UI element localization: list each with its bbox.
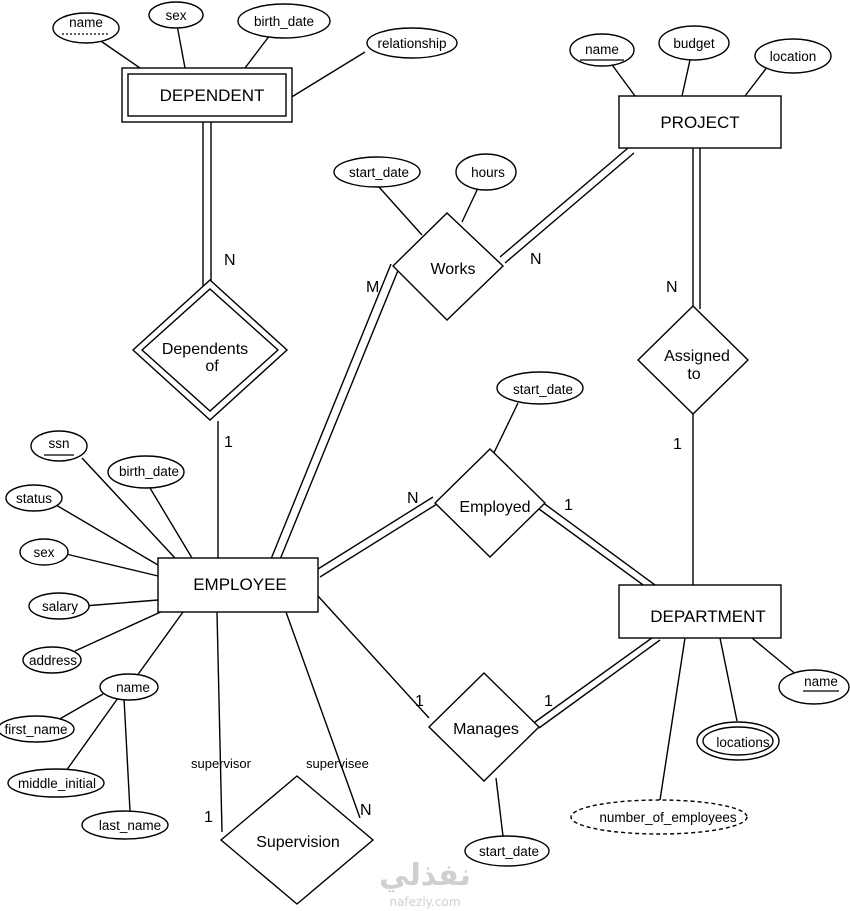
cardinality-department-employed: 1	[564, 497, 573, 514]
relationship-manages-label: Manages	[453, 721, 519, 738]
attribute-employee-address: address	[22, 646, 82, 674]
cardinality-supervisor-supervision: 1	[204, 809, 213, 826]
entity-employee-label: EMPLOYEE	[193, 575, 287, 594]
attribute-works-start-date: start_date	[333, 156, 421, 188]
attribute-manages-start-date: start_date	[464, 835, 550, 867]
attribute-project-location: location	[754, 38, 832, 74]
attribute-works-hours: hours	[455, 153, 517, 191]
relationship-assigned-to: Assigned to	[637, 305, 749, 415]
relationship-dependents-of: Dependents of	[131, 279, 289, 421]
cardinality-supervisee-supervision: N	[360, 802, 372, 819]
attribute-employee-birth-date: birth_date	[107, 455, 185, 489]
entity-department-label: DEPARTMENT	[650, 607, 766, 626]
entity-department: DEPARTMENT	[618, 584, 782, 639]
attribute-dependent-name: name	[52, 12, 120, 44]
attribute-project-location-label: location	[770, 49, 817, 64]
attribute-employee-first-name: first_name	[0, 715, 75, 743]
attribute-project-name-label: name	[585, 42, 619, 57]
relationship-employed: Employed	[434, 448, 546, 558]
attribute-employee-last-name: last_name	[81, 810, 169, 840]
relationship-dependents-of-label-2: of	[205, 358, 219, 375]
attribute-department-name-label: name	[804, 674, 838, 689]
attribute-dependent-sex: sex	[148, 1, 204, 29]
cardinality-project-assigned-to: N	[666, 279, 678, 296]
relationship-assigned-to-label-2: to	[687, 366, 700, 383]
attribute-dependent-relationship-label: relationship	[377, 36, 446, 51]
attribute-department-locations: locations	[696, 721, 780, 761]
attribute-dependent-name-label: name	[69, 15, 103, 30]
watermark-arabic: نفذلي	[379, 858, 471, 893]
cardinality-department-assigned-to: 1	[673, 436, 682, 453]
attribute-employee-sex-label: sex	[33, 545, 54, 560]
attribute-works-hours-label: hours	[471, 165, 505, 180]
cardinality-employee-works: M	[366, 279, 379, 296]
attribute-project-budget-label: budget	[673, 36, 715, 51]
attribute-project-budget: budget	[658, 25, 730, 61]
role-supervisee: supervisee	[306, 756, 369, 771]
role-supervisor: supervisor	[191, 756, 252, 771]
relationship-dependents-of-label-1: Dependents	[162, 341, 248, 358]
attribute-employee-middle-initial-label: middle_initial	[18, 776, 96, 791]
attribute-employee-birth-date-label: birth_date	[119, 464, 179, 479]
relationship-works: Works	[392, 212, 505, 321]
attribute-employee-name-label: name	[116, 680, 150, 695]
attribute-employee-salary: salary	[28, 592, 90, 620]
attribute-employee-sex: sex	[19, 538, 69, 566]
entity-dependent-label: DEPENDENT	[160, 86, 265, 105]
attribute-dependent-birth-date-label: birth_date	[254, 14, 314, 29]
relationship-employed-label: Employed	[459, 499, 530, 516]
attribute-manages-start-date-label: start_date	[479, 844, 539, 859]
attribute-employee-salary-label: salary	[42, 599, 78, 614]
watermark-latin: nafezly.com	[389, 895, 460, 909]
cardinality-employee-dependents-of: 1	[224, 434, 233, 451]
entity-project: PROJECT	[618, 95, 782, 149]
relationship-manages: Manages	[428, 672, 540, 782]
cardinality-dependent-dependents-of: N	[224, 252, 236, 269]
attribute-employee-name: name	[99, 673, 159, 701]
attribute-employee-ssn-label: ssn	[48, 436, 69, 451]
attribute-department-number-of-employees-label: number_of_employees	[599, 810, 737, 825]
attribute-employed-start-date: start_date	[496, 371, 584, 405]
cardinality-employee-manages: 1	[415, 693, 424, 710]
attribute-works-start-date-label: start_date	[349, 165, 409, 180]
attribute-employee-last-name-label: last_name	[99, 818, 161, 833]
cardinality-project-works: N	[530, 251, 542, 268]
attribute-employee-status-label: status	[16, 491, 52, 506]
attribute-department-number-of-employees: number_of_employees	[570, 799, 748, 835]
attribute-dependent-birth-date: birth_date	[237, 3, 331, 39]
relationship-works-label: Works	[430, 261, 475, 278]
attribute-employee-ssn: ssn	[30, 430, 88, 462]
attribute-department-name: name	[778, 669, 850, 705]
attribute-project-name: name	[569, 33, 635, 67]
cardinality-department-manages: 1	[544, 693, 553, 710]
entity-employee: EMPLOYEE	[157, 557, 319, 613]
relationship-supervision-label: Supervision	[256, 834, 340, 851]
attribute-employee-first-name-label: first_name	[4, 722, 67, 737]
entity-dependent: DEPENDENT	[121, 67, 293, 123]
attribute-department-locations-label: locations	[716, 735, 770, 750]
attribute-employee-address-label: address	[29, 653, 77, 668]
attribute-employed-start-date-label: start_date	[513, 382, 573, 397]
cardinality-employee-employed: N	[407, 490, 419, 507]
attribute-dependent-relationship: relationship	[366, 27, 458, 59]
relationship-supervision: Supervision	[219, 775, 375, 905]
relationship-assigned-to-label-1: Assigned	[664, 348, 730, 365]
entity-project-label: PROJECT	[660, 113, 739, 132]
attribute-employee-status: status	[5, 484, 63, 512]
attribute-dependent-sex-label: sex	[165, 8, 186, 23]
attribute-employee-middle-initial: middle_initial	[7, 768, 105, 798]
